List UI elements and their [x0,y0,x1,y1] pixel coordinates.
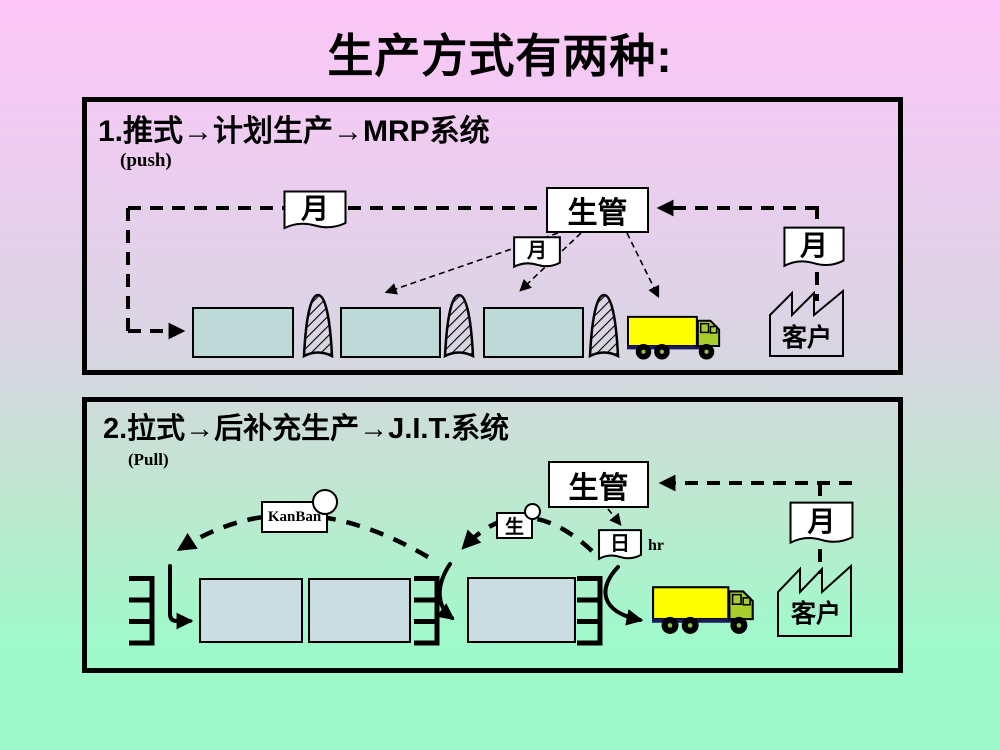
doc-label: 月 [807,506,836,538]
production-control-box: 生管 [546,187,649,233]
document-icon [283,190,347,232]
push-heading: 1.推式→计划生产→MRP系统 [98,115,490,148]
daily-schedule-arrow [607,508,622,526]
doc-label: 月 [527,240,547,262]
production-control-box: 生管 [548,461,649,508]
daily-schedule-doc: 日 [598,529,642,562]
process-box [192,307,294,358]
inventory-pile-icon [588,293,620,358]
flow-rack-icon [414,576,437,646]
pull-heading: 2.拉式→后补充生产→J.I.T.系统 [103,413,510,445]
document-icon [513,236,561,270]
process-box [467,577,576,643]
monthly-schedule-doc: 月 [513,236,561,270]
customer-label: 客户 [781,325,832,352]
truck-icon [650,586,754,635]
factory-icon [769,288,844,357]
document-icon [789,501,854,547]
process-box [308,578,411,643]
monthly-plan-doc: 月 [283,190,347,232]
process-box [483,307,584,358]
hr-label: hr [648,537,664,554]
kanban-signal-icon [312,489,338,515]
process-box [340,307,441,358]
page-title: 生产方式有两种: [327,30,673,82]
document-icon [598,529,642,562]
truck-icon [626,315,721,361]
doc-label: 月 [300,193,329,225]
push-subheading: (push) [120,150,172,171]
process-box [199,578,303,643]
pull-subheading: (Pull) [128,450,169,469]
flow-rack-icon [129,576,152,646]
doc-label: 月 [799,230,828,262]
flow-rack-icon [577,576,600,646]
customer-label: 客户 [790,601,841,628]
inventory-pile-icon [302,293,334,358]
inventory-pile-icon [443,293,475,358]
kanban-signal-icon [524,503,541,520]
kanban-card: KanBan [261,501,328,533]
doc-label: 日 [610,532,630,555]
monthly-order-doc: 月 [783,226,845,270]
monthly-order-doc: 月 [789,501,854,547]
pull-material-arrows [168,562,644,630]
pull-system-panel [82,397,903,673]
factory-icon [777,563,852,637]
document-icon [783,226,845,270]
push-system-panel [82,97,903,375]
